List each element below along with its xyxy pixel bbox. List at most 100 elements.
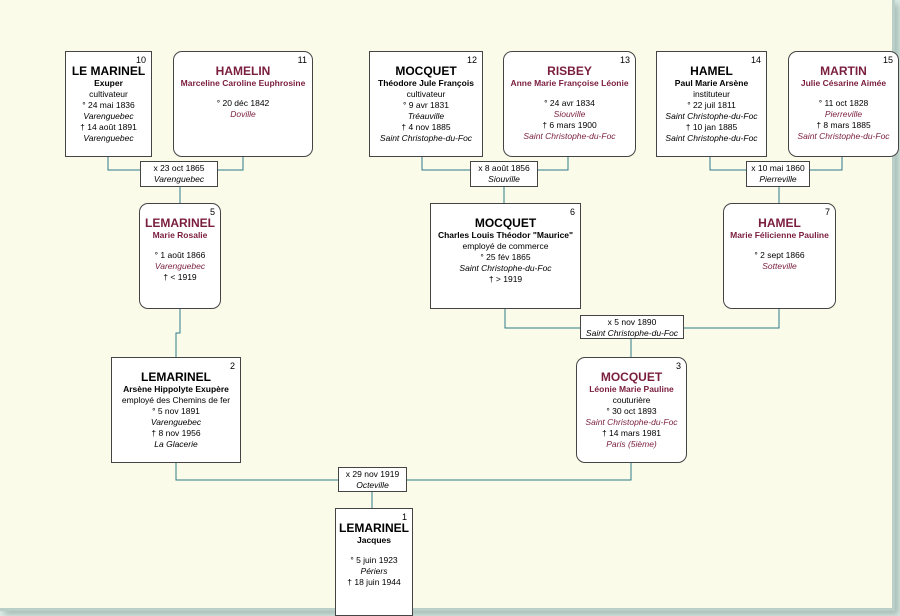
marriage-box-12-13[interactable]: x 8 août 1856 Siouville <box>470 161 538 187</box>
marriage-box-14-15[interactable]: x 10 mai 1860 Pierreville <box>746 161 810 187</box>
person-box-2[interactable]: 2 LEMARINEL Arsène Hippolyte Exupère emp… <box>111 357 241 463</box>
birth-date: ° 24 avr 1834 <box>544 98 595 108</box>
sosa-number: 14 <box>750 55 761 65</box>
birth-place: Périers <box>360 566 388 576</box>
given-names: Arsène Hippolyte Exupère <box>123 384 229 394</box>
death-date: † 14 août 1891 <box>80 122 137 132</box>
marriage-place: Octeville <box>356 480 389 490</box>
birth-date: ° 11 oct 1828 <box>818 98 869 108</box>
sosa-number: 1 <box>401 512 407 522</box>
person-box-5[interactable]: 5 LEMARINEL Marie Rosalie ° 1 août 1866 … <box>139 203 221 309</box>
birth-place: Tréauville <box>407 111 445 121</box>
surname: LE MARINEL <box>71 64 146 78</box>
marriage-box-2-3[interactable]: x 29 nov 1919 Octeville <box>338 467 407 492</box>
death-place: Saint Christophe-du-Foc <box>797 131 890 141</box>
surname: MOCQUET <box>600 370 663 384</box>
birth-date: ° 1 août 1866 <box>154 250 206 260</box>
marriage-date: x 29 nov 1919 <box>345 469 400 479</box>
sosa-number: 3 <box>675 361 681 371</box>
surname: HAMELIN <box>215 64 271 78</box>
birth-date: ° 9 avr 1831 <box>403 100 449 110</box>
marriage-box-10-11[interactable]: x 23 oct 1865 Varenguebec <box>140 161 218 187</box>
birth-place: Doville <box>230 109 256 119</box>
marriage-place: Pierreville <box>759 174 797 184</box>
surname: HAMEL <box>758 216 801 230</box>
person-box-3[interactable]: 3 MOCQUET Léonie Marie Pauline couturièr… <box>576 357 687 463</box>
occupation: employé des Chemins de fer <box>121 395 231 405</box>
sosa-number: 6 <box>569 207 575 217</box>
surname: HAMEL <box>690 64 733 78</box>
birth-place: Siouville <box>553 109 586 119</box>
person-box-10[interactable]: 10 LE MARINEL Exuper cultivateur ° 24 ma… <box>65 51 152 157</box>
given-names: Charles Louis Théodor "Maurice" <box>437 230 574 240</box>
sosa-number: 5 <box>209 207 215 217</box>
person-box-7[interactable]: 7 HAMEL Marie Félicienne Pauline ° 2 sep… <box>723 203 836 309</box>
given-names: Exuper <box>94 78 123 88</box>
birth-place: Varenguebec <box>150 417 202 427</box>
marriage-date: x 10 mai 1860 <box>751 163 805 173</box>
person-box-15[interactable]: 15 MARTIN Julie Césarine Aimée ° 11 oct … <box>788 51 899 157</box>
given-names: Marie Félicienne Pauline <box>730 230 829 240</box>
birth-date: ° 5 nov 1891 <box>152 406 200 416</box>
occupation: cultivateur <box>406 89 446 99</box>
marriage-date: x 23 oct 1865 <box>153 163 205 173</box>
occupation: couturière <box>612 395 651 405</box>
person-box-11[interactable]: 11 HAMELIN Marceline Caroline Euphrosine… <box>173 51 313 157</box>
given-names: Marceline Caroline Euphrosine <box>180 78 306 88</box>
sosa-number: 15 <box>882 55 893 65</box>
birth-date: ° 20 déc 1842 <box>216 98 270 108</box>
occupation: instituteur <box>693 89 730 99</box>
surname: LEMARINEL <box>339 521 409 535</box>
birth-date: ° 5 juin 1923 <box>350 555 398 565</box>
birth-date: ° 24 mai 1836 <box>82 100 135 110</box>
death-date: † 10 jan 1885 <box>685 122 738 132</box>
death-date: † 4 nov 1885 <box>401 122 451 132</box>
death-place: La Glacerie <box>154 439 198 449</box>
birth-date: ° 22 juil 1811 <box>687 100 736 110</box>
death-place: Saint Christophe-du-Foc <box>523 131 616 141</box>
given-names: Paul Marie Arsène <box>674 78 749 88</box>
death-place: Varenguebec <box>83 133 134 143</box>
marriage-date: x 8 août 1856 <box>478 163 530 173</box>
person-box-6[interactable]: 6 MOCQUET Charles Louis Théodor "Maurice… <box>430 203 581 309</box>
given-names: Jacques <box>356 535 392 545</box>
surname: LEMARINEL <box>141 370 211 384</box>
marriage-place: Varenguebec <box>153 174 205 184</box>
sosa-number: 10 <box>135 55 146 65</box>
death-date: † 18 juin 1944 <box>347 577 401 587</box>
death-date: † 8 mars 1885 <box>816 120 871 130</box>
given-names: Marie Rosalie <box>152 230 208 240</box>
birth-date: ° 30 oct 1893 <box>606 406 657 416</box>
sosa-number: 12 <box>466 55 477 65</box>
birth-place: Varenguebec <box>154 261 206 271</box>
surname: MARTIN <box>820 64 867 78</box>
given-names: Anne Marie Françoise Léonie <box>510 78 629 88</box>
sosa-number: 13 <box>619 55 630 65</box>
death-date: † 6 mars 1900 <box>542 120 597 130</box>
person-box-13[interactable]: 13 RISBEY Anne Marie Françoise Léonie ° … <box>503 51 636 157</box>
occupation: employé de commerce <box>462 241 549 251</box>
surname: LEMARINEL <box>145 216 215 230</box>
death-date: † > 1919 <box>488 274 523 284</box>
marriage-place: Siouville <box>488 174 520 184</box>
death-date: † < 1919 <box>163 272 197 282</box>
birth-date: ° 25 fév 1865 <box>480 252 531 262</box>
person-box-12[interactable]: 12 MOCQUET Théodore Jule François cultiv… <box>369 51 483 157</box>
marriage-box-6-7[interactable]: x 5 nov 1890 Saint Christophe-du-Foc <box>580 315 684 339</box>
sosa-number: 2 <box>229 361 235 371</box>
death-place: Saint Christophe-du-Foc <box>665 133 758 143</box>
given-names: Julie Césarine Aimée <box>800 78 887 88</box>
birth-place: Sotteville <box>762 261 797 271</box>
birth-place: Saint Christophe-du-Foc <box>665 111 758 121</box>
surname: MOCQUET <box>395 64 457 78</box>
person-box-14[interactable]: 14 HAMEL Paul Marie Arsène instituteur °… <box>656 51 767 157</box>
person-box-1[interactable]: 1 LEMARINEL Jacques ° 5 juin 1923 Périer… <box>335 508 413 616</box>
birth-place: Saint Christophe-du-Foc <box>585 417 678 427</box>
birth-date: ° 2 sept 1866 <box>754 250 805 260</box>
occupation: cultivateur <box>89 89 128 99</box>
marriage-place: Saint Christophe-du-Foc <box>585 328 679 338</box>
death-place: Saint Christophe-du-Foc <box>379 133 473 143</box>
marriage-date: x 5 nov 1890 <box>607 317 657 327</box>
sosa-number: 11 <box>297 55 307 65</box>
